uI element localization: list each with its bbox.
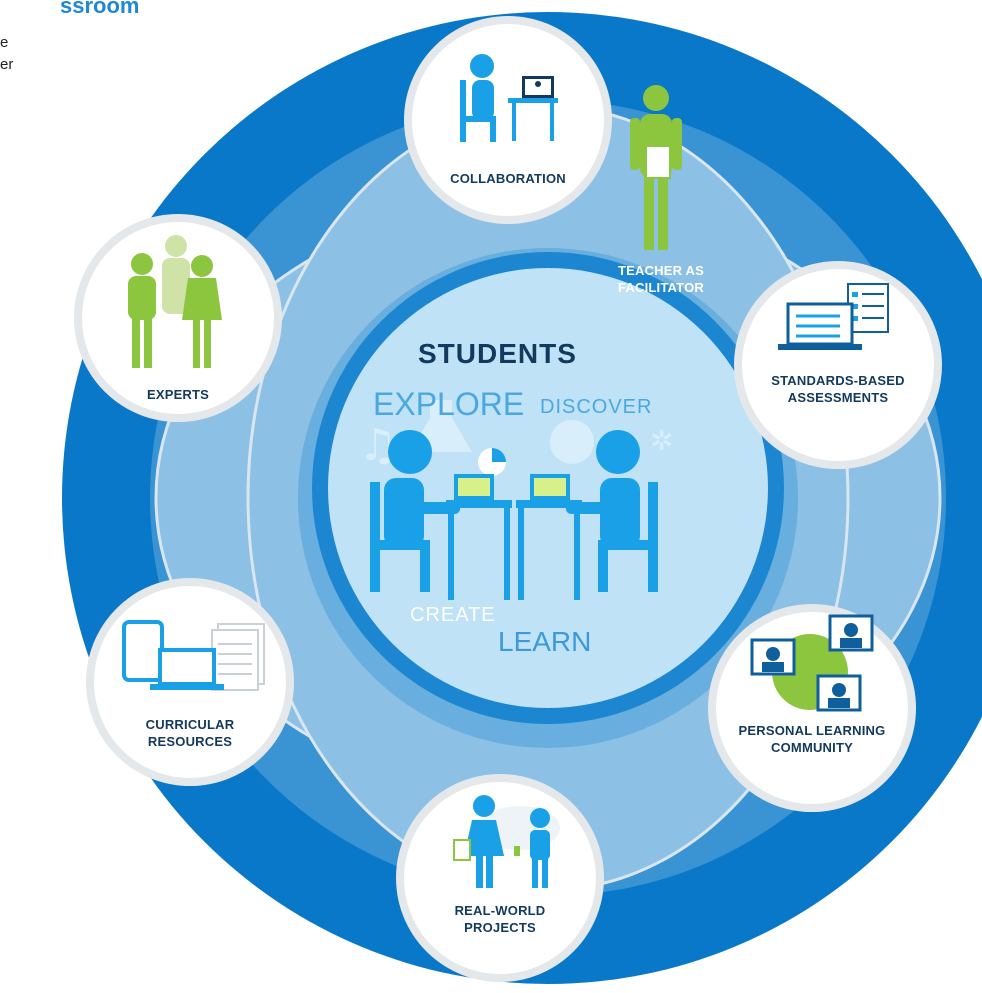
devices-documents-icon <box>122 620 265 691</box>
caption-collaboration: COLLABORATION <box>438 170 578 187</box>
word-discover: DISCOVER <box>540 396 653 418</box>
page-text-fragment-1: e <box>0 34 9 51</box>
caption-resources-line2: RESOURCES <box>147 734 233 749</box>
caption-assessments-line1: STANDARDS-BASED <box>771 373 905 388</box>
caption-teacher-line1: TEACHER AS <box>617 263 705 278</box>
center-title: STUDENTS <box>418 338 577 369</box>
caption-collaboration-text: COLLABORATION <box>450 171 566 186</box>
teacher-icon <box>630 85 682 250</box>
caption-resources-line1: CURRICULAR <box>145 717 235 732</box>
pie-chart-icon <box>478 448 506 476</box>
students-at-desks-icon <box>370 430 658 600</box>
caption-experts-text: EXPERTS <box>146 387 210 402</box>
experts-people-icon <box>128 235 222 368</box>
caption-assessments: STANDARDS-BASED ASSESSMENTS <box>758 372 918 406</box>
adult-child-icon <box>453 795 560 888</box>
person-at-computer-icon <box>460 54 558 142</box>
caption-community-line2: COMMUNITY <box>771 740 853 755</box>
caption-projects: REAL-WORLD PROJECTS <box>430 902 570 936</box>
page-title-fragment: ssroom <box>60 0 140 18</box>
node-collaboration <box>404 16 612 224</box>
laptop-checklist-icon <box>778 283 889 350</box>
globe-icon <box>550 420 594 464</box>
caption-resources: CURRICULAR RESOURCES <box>120 716 260 750</box>
caption-assessments-line2: ASSESSMENTS <box>787 390 889 405</box>
node-assessments <box>734 261 942 469</box>
caption-experts: EXPERTS <box>108 386 248 403</box>
page-text-fragment-2: er <box>0 56 14 73</box>
word-explore: EXPLORE <box>373 386 525 422</box>
node-projects <box>396 774 604 982</box>
word-create: CREATE <box>410 604 496 626</box>
node-experts <box>74 214 282 422</box>
word-learn: LEARN <box>498 626 592 657</box>
caption-projects-line1: REAL-WORLD <box>454 903 546 918</box>
caption-community-line1: PERSONAL LEARNING <box>738 723 886 738</box>
globe-people-icon <box>750 614 874 712</box>
caption-projects-line2: PROJECTS <box>464 920 536 935</box>
caption-teacher: TEACHER AS FACILITATOR <box>596 262 726 296</box>
caption-community: PERSONAL LEARNING COMMUNITY <box>732 722 892 756</box>
atom-icon: ✲ <box>650 424 673 457</box>
caption-teacher-line2: FACILITATOR <box>618 280 704 295</box>
